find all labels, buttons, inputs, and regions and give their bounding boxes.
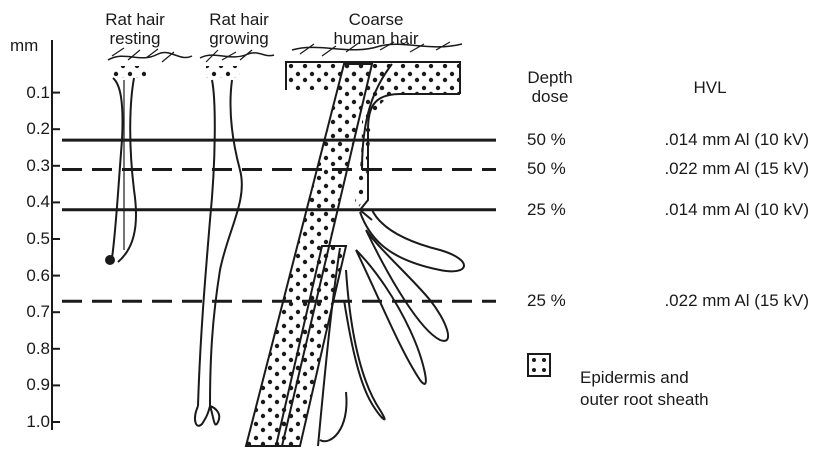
depth-axis — [52, 40, 60, 430]
header-depth-dose-line1: Depth — [510, 68, 590, 87]
hvl-value: .014 mm Al (10 kV) — [610, 130, 809, 149]
hvl-value: .014 mm Al (10 kV) — [610, 200, 809, 219]
header-coarse-human-hair-line2: human hair — [316, 29, 436, 48]
axis-tick-label: 0.6 — [0, 266, 50, 286]
axis-tick-label: 0.4 — [0, 192, 50, 212]
depth-dose-value: 25 % — [527, 200, 566, 219]
header-rat-hair-resting-line2: resting — [90, 29, 180, 48]
header-depth-dose-line2: dose — [510, 87, 590, 106]
axis-tick-label: 0.5 — [0, 229, 50, 249]
rat-hair-resting-follicle — [105, 66, 146, 265]
hvl-value: .022 mm Al (15 kV) — [610, 159, 809, 178]
header-hvl: HVL — [650, 78, 770, 97]
rat-hair-growing-follicle — [195, 66, 242, 426]
depth-dose-value: 50 % — [527, 130, 566, 149]
header-coarse-human-hair-line1: Coarse — [316, 10, 436, 29]
axis-tick-label: 0.9 — [0, 375, 50, 395]
coarse-human-hair-follicle — [246, 64, 464, 446]
legend-text-line2: outer root sheath — [580, 390, 709, 409]
header-rat-hair-growing-line1: Rat hair — [194, 10, 284, 29]
legend-dotted-square-icon — [528, 354, 550, 376]
axis-tick-label: 1.0 — [0, 412, 50, 432]
axis-tick-label: 0.2 — [0, 119, 50, 139]
hvl-value: .022 mm Al (15 kV) — [610, 291, 809, 310]
header-rat-hair-resting-line1: Rat hair — [90, 10, 180, 29]
legend-text-line1: Epidermis and — [580, 368, 689, 387]
axis-tick-label: 0.8 — [0, 339, 50, 359]
depth-dose-value: 25 % — [527, 291, 566, 310]
depth-dose-value: 50 % — [527, 159, 566, 178]
axis-tick-label: 0.1 — [0, 83, 50, 103]
axis-tick-label: 0.3 — [0, 156, 50, 176]
depth-unit-label: mm — [10, 36, 38, 55]
axis-tick-label: 0.7 — [0, 302, 50, 322]
dose-lines — [62, 140, 496, 301]
axis-ticks — [52, 93, 60, 422]
header-rat-hair-growing-line2: growing — [194, 29, 284, 48]
